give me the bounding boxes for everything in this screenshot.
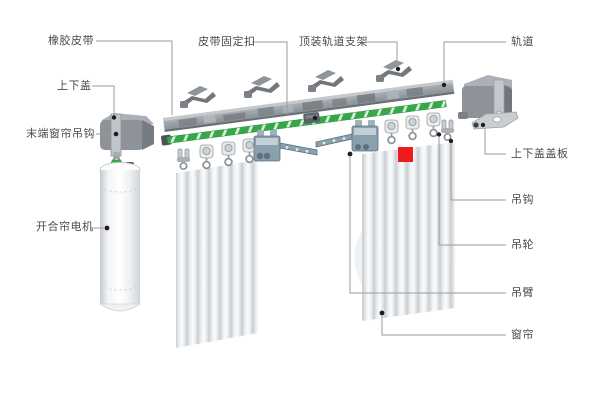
label-motor: 开合帘电机 — [36, 221, 94, 233]
anchor-dots — [104, 66, 486, 316]
label-bracket: 顶装轨道支架 — [299, 36, 368, 48]
curtain-panel-right — [354, 142, 456, 321]
track-watermark-mottling — [178, 86, 424, 127]
curtain-motor-body — [98, 159, 142, 312]
ceiling-bracket — [180, 86, 216, 108]
leader-curtain — [381, 316, 506, 336]
label-top-cover: 上下盖 — [57, 80, 92, 92]
label-end-hook: 末端窗帘吊钩 — [26, 128, 95, 140]
leader-hook — [450, 143, 506, 201]
master-carrier-right — [315, 120, 379, 152]
master-carrier-left — [253, 130, 318, 162]
track-rail — [162, 79, 455, 132]
leader-pulley — [438, 137, 506, 246]
end-drive-housing — [100, 113, 154, 166]
ceiling-bracket — [244, 76, 280, 98]
leader-bracket — [365, 41, 398, 67]
label-curtain: 窗帘 — [511, 329, 534, 341]
highlight-red-marker — [398, 147, 413, 162]
leader-arm — [349, 157, 506, 294]
pulley-carrier — [199, 144, 214, 170]
curtain-panel-left — [176, 160, 258, 348]
end-cap — [458, 75, 512, 119]
label-track: 轨道 — [511, 36, 534, 48]
pulley-carrier — [405, 115, 420, 141]
label-cover-plate: 上下盖盖板 — [511, 148, 569, 160]
label-hook: 吊钩 — [511, 194, 534, 206]
carrier-row-right — [384, 112, 455, 145]
pulley-carrier — [221, 141, 236, 167]
label-belt-clip: 皮带固定扣 — [198, 36, 256, 48]
leader-track — [443, 41, 506, 81]
leader-lines — [90, 40, 506, 336]
leader-belt-clip — [252, 41, 288, 115]
pulley-carrier — [384, 119, 399, 145]
ceiling-bracket — [308, 70, 344, 92]
belt-fixing-clip-piece — [303, 112, 320, 124]
label-arm: 吊臂 — [511, 287, 534, 299]
double-hook — [176, 148, 191, 171]
leader-top-cover — [92, 85, 115, 115]
carrier-arm — [279, 142, 318, 156]
ceiling-bracket — [376, 60, 412, 82]
double-hook — [440, 119, 455, 142]
label-pulley: 吊轮 — [511, 239, 534, 251]
leader-rubber-belt — [96, 40, 173, 115]
leader-cover-plate — [484, 128, 506, 155]
label-rubber-belt: 橡胶皮带 — [48, 35, 94, 47]
